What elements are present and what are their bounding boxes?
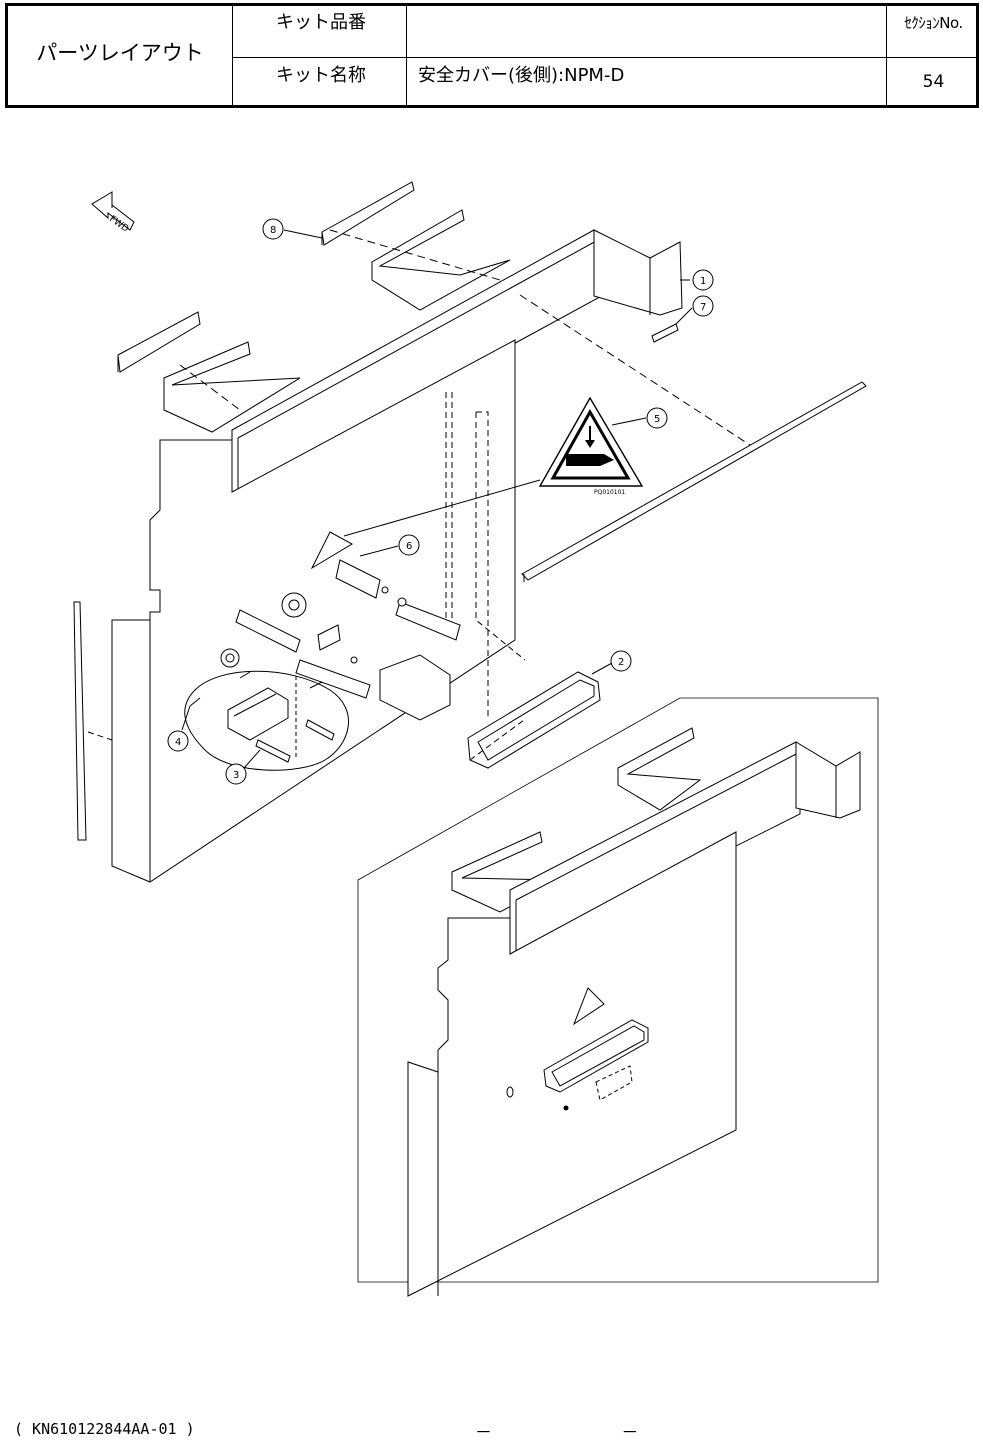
- svg-text:8: 8: [270, 225, 276, 236]
- title-block: パーツレイアウト キット品番 キット名称 安全カバー(後側):NPM-D ｾｸｼ…: [5, 3, 979, 108]
- divider: [232, 6, 233, 105]
- section-number-label: ｾｸｼｮﾝNo.: [888, 12, 979, 33]
- layout-title: パーツレイアウト: [8, 6, 232, 105]
- warning-label-code: PQ010101: [594, 489, 625, 496]
- svg-text:7: 7: [700, 302, 706, 313]
- forward-arrow-icon: FWD: [92, 192, 134, 235]
- svg-text:5: 5: [654, 414, 660, 425]
- hand-crush-warning-icon: PQ010101: [540, 398, 642, 496]
- svg-text:1: 1: [700, 276, 706, 287]
- drawing-canvas: FWD: [0, 120, 983, 1320]
- callout-5: 5: [612, 408, 667, 428]
- page-marks: － －: [475, 1418, 700, 1443]
- svg-text:2: 2: [618, 657, 624, 668]
- exploded-parts-drawing: FWD: [0, 120, 983, 1320]
- document-code: ( KN610122844AA-01 ): [14, 1420, 195, 1438]
- section-number-value: 54: [888, 72, 979, 92]
- callout-8: 8: [263, 219, 322, 239]
- svg-text:4: 4: [175, 737, 181, 748]
- kit-name-label: キット名称: [234, 61, 408, 87]
- assembled-view-inset: [358, 698, 878, 1296]
- callout-2: 2: [592, 651, 631, 674]
- kit-name-value: 安全カバー(後側):NPM-D: [412, 61, 888, 87]
- svg-text:6: 6: [406, 541, 412, 552]
- divider: [232, 57, 976, 58]
- svg-text:3: 3: [233, 770, 239, 781]
- kit-number-label: キット品番: [234, 8, 408, 34]
- divider: [886, 6, 887, 105]
- callout-1: 1: [680, 270, 713, 290]
